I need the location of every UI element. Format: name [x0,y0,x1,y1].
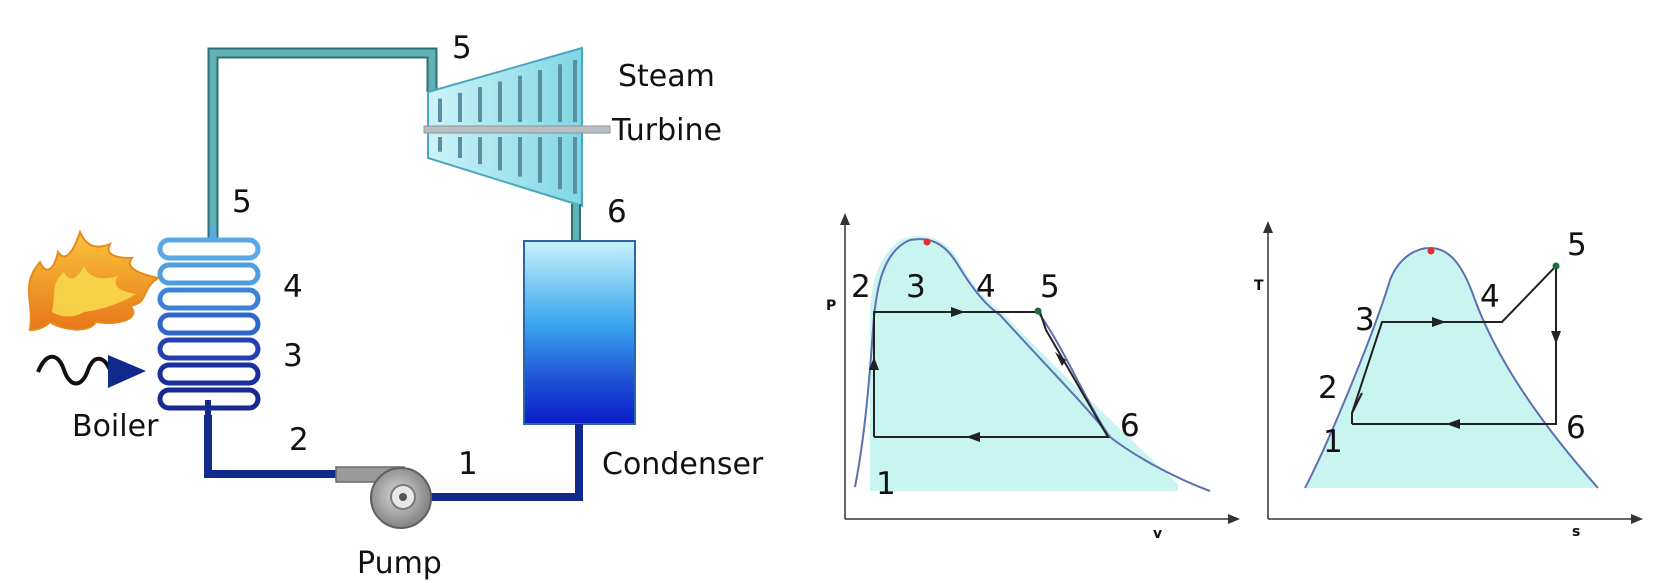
pv-state-6: 6 [1120,408,1140,444]
pv-state-5: 5 [1040,269,1060,305]
cycle-state-6: 6 [607,194,627,230]
condenser-icon [523,240,636,425]
cycle-state-3: 3 [283,338,303,374]
ts-state-6: 6 [1566,410,1586,446]
boiler-coil-loop [157,362,261,386]
cycle-schematic: Steam Turbine Boiler Condenser Pump 5 5 … [27,30,764,581]
pv-state-3: 3 [906,269,926,305]
pv-arrow-down [1055,352,1066,366]
pv-critical-point [923,238,931,246]
feedwater-pipe [204,415,343,478]
condenser-label: Condenser [602,447,764,482]
boiler-coil [157,226,261,416]
ts-state-4: 4 [1480,279,1500,315]
boiler-coil-loop [157,312,261,336]
pv-expansion-curve [1036,310,1211,492]
turbine-label: Turbine [611,113,722,148]
boiler-coil-loop [157,262,261,286]
ts-xlabel: s [1572,524,1580,540]
pv-state-1: 1 [876,466,896,502]
ts-diagram: T s 5 4 3 2 1 6 [1254,221,1643,540]
boiler-coil-loop [157,337,261,361]
boiler-coil-loop [157,237,261,261]
pv-cycle-path [873,311,1110,438]
pv-state-point-5 [1034,307,1042,315]
pv-diagram: P v 2 3 4 5 6 1 [826,213,1240,542]
ts-ylabel: T [1254,278,1264,294]
condensate-pipe [407,424,583,501]
ts-arrow-right [1432,317,1446,327]
turbine-icon [423,46,611,208]
wavy-arrow-icon [36,354,146,388]
ts-arrow-down [1551,331,1561,344]
pv-ylabel: P [826,298,836,314]
ts-state-point-5 [1552,262,1560,270]
pv-xlabel: v [1153,526,1162,542]
ts-state-3: 3 [1355,302,1375,338]
boiler-label: Boiler [72,409,159,444]
ts-state-5: 5 [1567,227,1587,263]
ts-arrow-left [1446,419,1460,429]
cycle-state-5-boiler: 5 [232,184,252,220]
flame-icon [27,229,161,332]
pv-arrow-up [869,357,879,370]
pump-icon [335,466,432,529]
cycle-state-4: 4 [283,269,303,305]
ts-critical-point [1427,247,1435,255]
ts-state-2: 2 [1318,370,1338,406]
pv-arrow-left [966,432,980,442]
boiler-coil-loop [157,287,261,311]
ts-region [1305,248,1598,488]
cycle-state-1: 1 [458,446,478,482]
ts-state-1: 1 [1323,424,1343,460]
pv-state-4: 4 [976,269,996,305]
pump-label: Pump [357,546,442,581]
steam-label: Steam [618,59,715,94]
pv-state-2: 2 [851,269,871,305]
cycle-state-5-top: 5 [452,30,472,66]
pv-dome-curve [854,238,1111,488]
cycle-state-2: 2 [289,422,309,458]
pv-arrow-right [951,307,965,317]
